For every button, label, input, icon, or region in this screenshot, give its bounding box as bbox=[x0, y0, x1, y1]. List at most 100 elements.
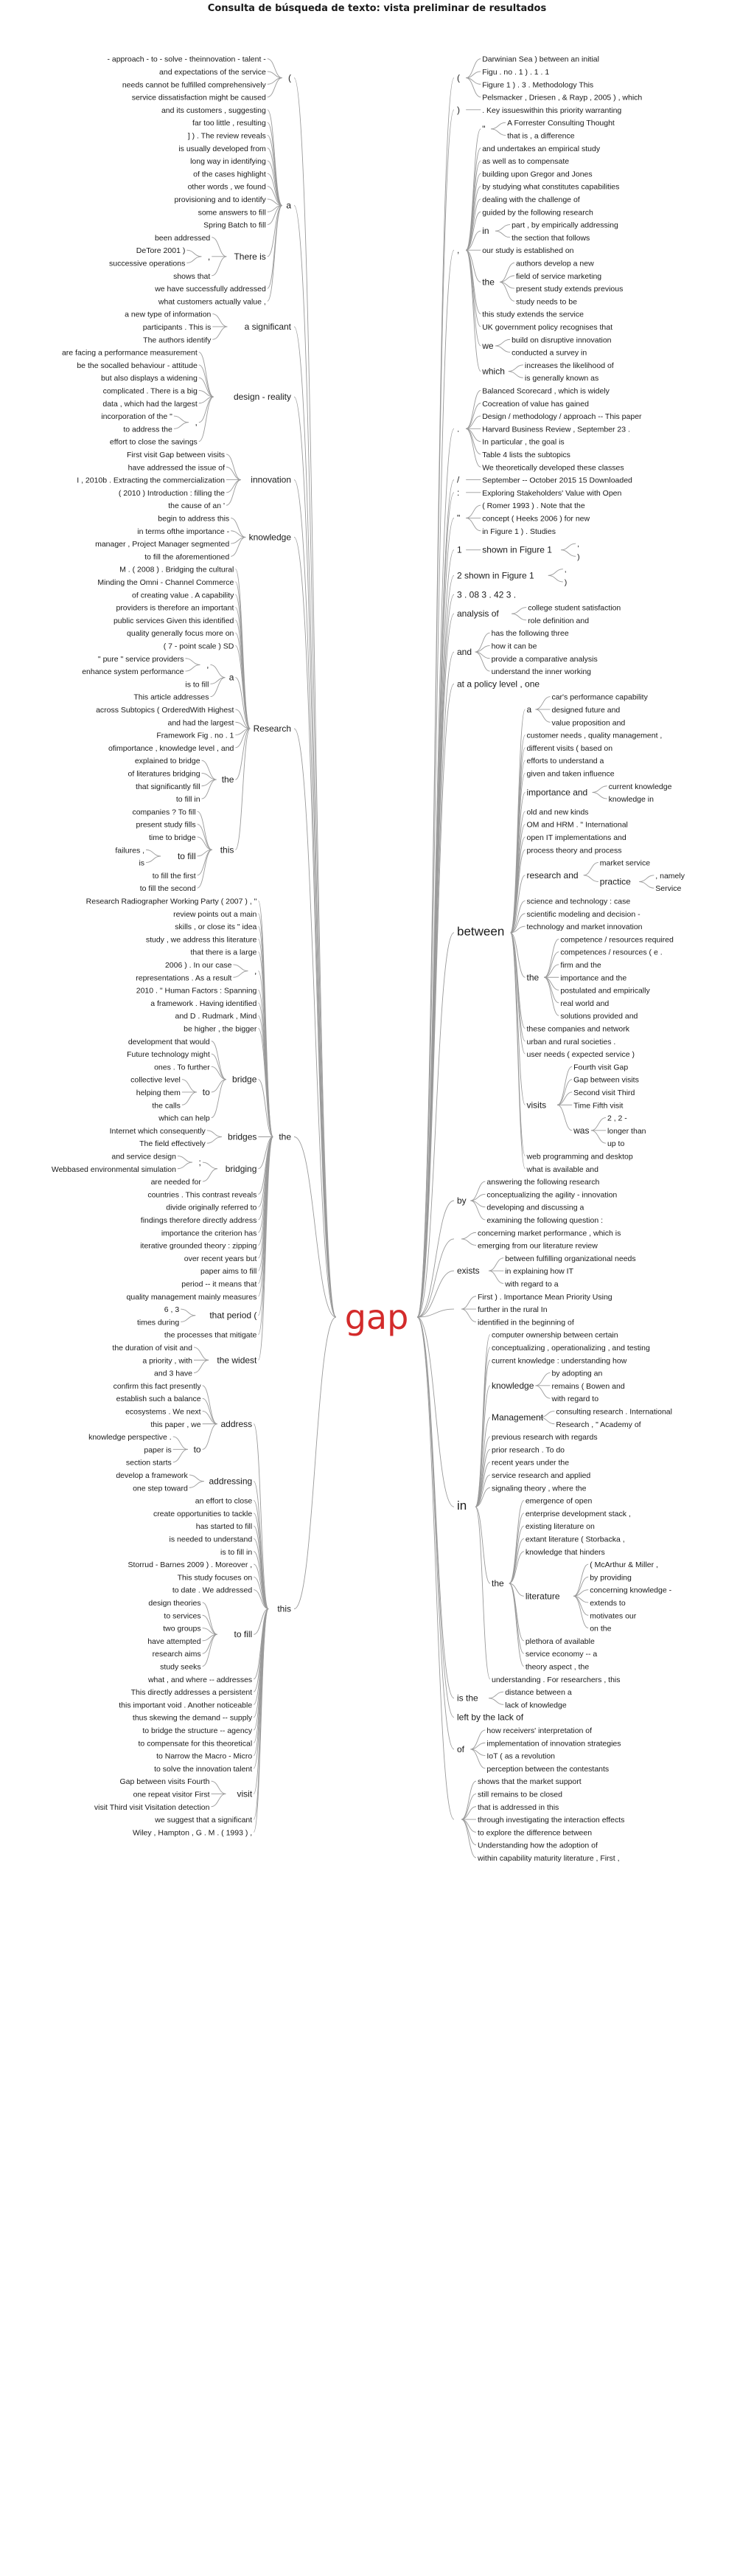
tree-phrase[interactable]: the duration of visit and bbox=[112, 1344, 192, 1353]
tree-phrase[interactable]: these companies and network bbox=[527, 1024, 630, 1033]
tree-group-keyword[interactable]: 1 bbox=[457, 545, 462, 555]
tree-phrase[interactable]: study needs to be bbox=[516, 297, 577, 306]
tree-phrase[interactable]: manager , Project Manager segmented bbox=[95, 540, 229, 549]
tree-phrase[interactable]: paper aims to fill bbox=[200, 1267, 256, 1276]
tree-phrase[interactable]: prior research . To do bbox=[492, 1445, 565, 1454]
tree-phrase[interactable]: given and taken influence bbox=[527, 769, 615, 778]
tree-phrase[interactable]: Webbased environmental simulation bbox=[52, 1165, 176, 1174]
tree-phrase[interactable]: importance the criterion has bbox=[161, 1229, 257, 1237]
tree-phrase[interactable]: explained to bridge bbox=[135, 757, 200, 765]
tree-phrase[interactable]: 2010 . " Human Factors : Spanning bbox=[136, 987, 257, 996]
tree-phrase[interactable]: on the bbox=[590, 1625, 611, 1634]
tree-phrase[interactable]: process theory and process bbox=[527, 846, 622, 855]
tree-phrase[interactable]: part , by empirically addressing bbox=[512, 221, 618, 230]
tree-phrase[interactable]: developing and discussing a bbox=[486, 1204, 584, 1212]
tree-phrase[interactable]: providers is therefore an important bbox=[116, 604, 234, 613]
tree-phrase[interactable]: that there is a large bbox=[191, 948, 257, 957]
tree-phrase[interactable]: ( 7 - point scale ) SD bbox=[164, 642, 234, 650]
tree-phrase[interactable]: is bbox=[139, 859, 144, 868]
tree-node-keyword[interactable]: bridging bbox=[226, 1164, 257, 1174]
tree-phrase[interactable]: guided by the following research bbox=[482, 208, 593, 217]
tree-node-keyword[interactable]: bridge bbox=[232, 1075, 257, 1085]
tree-phrase[interactable]: extant literature ( Storbacka , bbox=[526, 1535, 625, 1544]
tree-phrase[interactable]: this study extends the service bbox=[482, 310, 584, 319]
tree-phrase[interactable]: service economy -- a bbox=[526, 1650, 598, 1659]
tree-phrase[interactable]: UK government policy recognises that bbox=[482, 323, 612, 332]
tree-group-keyword[interactable]: : bbox=[457, 487, 459, 498]
tree-phrase[interactable]: OM and HRM . " International bbox=[527, 821, 628, 830]
tree-group-keyword[interactable]: Research bbox=[254, 723, 291, 734]
tree-phrase[interactable]: time to bridge bbox=[149, 833, 196, 842]
tree-phrase[interactable]: the section that follows bbox=[512, 234, 590, 243]
tree-phrase[interactable]: been addressed bbox=[155, 234, 210, 243]
tree-phrase[interactable]: that is addressed in this bbox=[478, 1803, 559, 1812]
tree-node-keyword[interactable]: was bbox=[573, 1125, 589, 1136]
tree-phrase[interactable]: is to fill in bbox=[220, 1548, 252, 1557]
tree-phrase[interactable]: to bridge the structure -- agency bbox=[142, 1726, 253, 1735]
tree-phrase[interactable]: complicated . There is a big bbox=[103, 386, 198, 395]
tree-phrase[interactable]: service research and applied bbox=[492, 1471, 590, 1480]
tree-group-keyword[interactable]: 3 . 08 3 . 42 3 . bbox=[457, 589, 516, 600]
tree-phrase[interactable]: . Key issueswithin this priority warrant… bbox=[482, 106, 621, 115]
tree-node-keyword[interactable]: the bbox=[482, 277, 495, 287]
tree-phrase[interactable]: service dissatisfaction might be caused bbox=[132, 94, 266, 103]
tree-phrase[interactable]: ) bbox=[565, 578, 568, 587]
tree-phrase[interactable]: we suggest that a significant bbox=[154, 1816, 252, 1825]
tree-phrase[interactable]: with regard to bbox=[551, 1395, 598, 1403]
tree-group-keyword[interactable]: is the bbox=[457, 1693, 478, 1704]
tree-phrase[interactable]: some answers to fill bbox=[198, 208, 266, 217]
tree-phrase[interactable]: and undertakes an empirical study bbox=[482, 145, 601, 153]
tree-phrase[interactable]: iterative grounded theory : zipping bbox=[140, 1242, 256, 1251]
tree-phrase[interactable]: this important void . Another noticeable bbox=[119, 1701, 252, 1709]
tree-phrase[interactable]: enterprise development stack , bbox=[526, 1510, 631, 1518]
tree-phrase[interactable]: , bbox=[577, 540, 579, 549]
tree-phrase[interactable]: be the socalled behaviour - attitude bbox=[77, 361, 198, 370]
tree-phrase[interactable]: needs cannot be fulfilled comprehensivel… bbox=[122, 80, 267, 89]
tree-phrase[interactable]: to date . We addressed bbox=[172, 1586, 253, 1595]
tree-phrase[interactable]: In particular , the goal is bbox=[482, 438, 564, 447]
tree-phrase[interactable]: findings therefore directly address bbox=[141, 1216, 257, 1225]
tree-phrase[interactable]: Gap between visits bbox=[573, 1076, 639, 1085]
tree-group-keyword[interactable]: . bbox=[457, 423, 459, 434]
tree-phrase[interactable]: through investigating the interaction ef… bbox=[478, 1816, 624, 1825]
tree-phrase[interactable]: understand the inner working bbox=[492, 667, 592, 676]
tree-phrase[interactable]: with regard to a bbox=[504, 1280, 559, 1288]
tree-phrase[interactable]: collective level bbox=[130, 1076, 181, 1085]
tree-phrase[interactable]: role definition and bbox=[528, 617, 589, 625]
tree-node-keyword[interactable]: that period ( bbox=[209, 1310, 256, 1321]
tree-phrase[interactable]: customer needs , quality management , bbox=[527, 732, 663, 740]
tree-phrase[interactable]: is usually developed from bbox=[178, 145, 266, 153]
tree-group-keyword[interactable]: analysis of bbox=[457, 608, 499, 619]
tree-phrase[interactable]: is needed to understand bbox=[170, 1535, 253, 1544]
tree-phrase[interactable]: public services Given this identified bbox=[114, 617, 234, 625]
tree-phrase[interactable]: existing literature on bbox=[526, 1522, 595, 1531]
tree-phrase[interactable]: Time Fifth visit bbox=[573, 1101, 623, 1110]
tree-group-keyword[interactable]: / bbox=[457, 475, 460, 485]
tree-phrase[interactable]: old and new kinds bbox=[527, 808, 589, 816]
tree-phrase[interactable]: paper is bbox=[144, 1445, 171, 1454]
tree-phrase[interactable]: period -- it means that bbox=[181, 1280, 256, 1288]
tree-node-keyword[interactable]: practice bbox=[600, 877, 631, 887]
tree-phrase[interactable]: other words , we found bbox=[188, 183, 266, 192]
tree-phrase[interactable]: we have successfully addressed bbox=[154, 285, 266, 294]
tree-phrase[interactable]: Balanced Scorecard , which is widely bbox=[482, 386, 610, 395]
tree-phrase[interactable]: Harvard Business Review , September 23 . bbox=[482, 425, 630, 434]
tree-phrase[interactable]: We theoretically developed these classes bbox=[482, 463, 624, 472]
tree-phrase[interactable]: scientific modeling and decision - bbox=[527, 910, 641, 919]
tree-phrase[interactable]: long way in identifying bbox=[190, 157, 266, 166]
tree-phrase[interactable]: what , and where -- addresses bbox=[147, 1676, 252, 1684]
tree-phrase[interactable]: efforts to understand a bbox=[527, 757, 604, 765]
tree-phrase[interactable]: Service bbox=[655, 884, 681, 893]
tree-phrase[interactable]: conceptualizing , operationalizing , and… bbox=[492, 1344, 650, 1353]
tree-phrase[interactable]: Storrud - Barnes 2009 ) . Moreover , bbox=[128, 1560, 253, 1569]
tree-phrase[interactable]: lack of knowledge bbox=[505, 1701, 567, 1709]
tree-group-keyword[interactable]: a bbox=[286, 201, 291, 211]
tree-node-keyword[interactable]: the widest bbox=[217, 1355, 257, 1365]
tree-phrase[interactable]: September -- October 2015 15 Downloaded bbox=[482, 476, 632, 485]
tree-phrase[interactable]: Darwinian Sea ) between an initial bbox=[482, 55, 599, 64]
tree-node-keyword[interactable]: shown in Figure 1 bbox=[482, 545, 552, 555]
tree-phrase[interactable]: Understanding how the adoption of bbox=[478, 1841, 598, 1850]
tree-phrase[interactable]: concept ( Heeks 2006 ) for new bbox=[482, 514, 590, 523]
tree-phrase[interactable]: study seeks bbox=[160, 1662, 200, 1671]
tree-node-keyword[interactable]: , bbox=[206, 659, 209, 670]
